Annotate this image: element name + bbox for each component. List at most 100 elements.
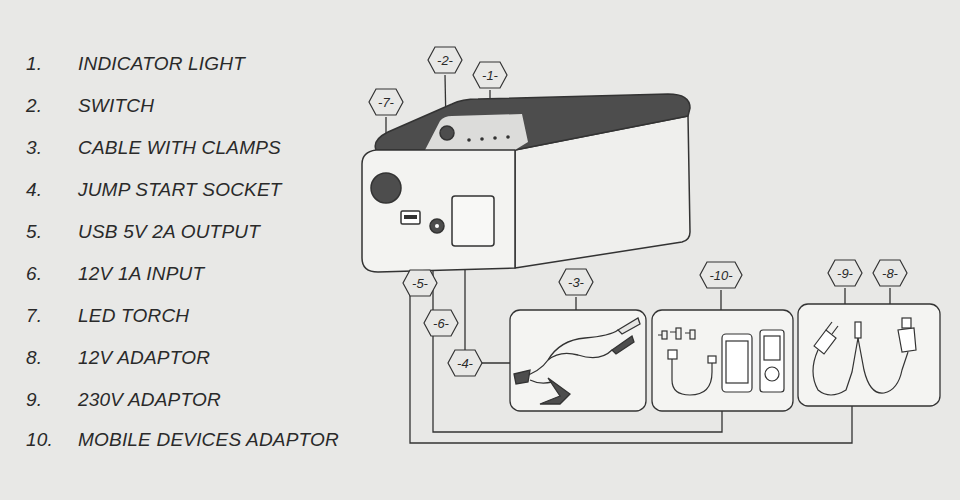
switch-button [440,126,454,140]
callout-hexagon: -5- [402,269,438,297]
indicator-dot [467,138,471,142]
adaptor-box [798,304,940,406]
accessory-boxes [510,304,940,411]
player-wheel [765,367,779,381]
top-face [375,94,690,150]
part-name: INDICATOR LIGHT [78,53,245,75]
callout-number: -3- [558,268,594,290]
mobile-adaptors [658,328,784,395]
hexagon-shape [369,89,403,115]
usb-plug [668,350,677,359]
list-number: 3. [26,137,42,159]
charging-adaptors [813,318,916,395]
part-name: LED TORCH [78,305,189,327]
callout-hexagon: -4- [447,349,483,377]
list-number: 4. [26,179,42,201]
leader-line [575,297,576,310]
hexagon-shape [473,62,507,88]
part-name: 12V 1A INPUT [78,263,204,285]
leader-line [844,288,845,304]
list-number: 10. [26,429,53,451]
leader-line [720,290,721,310]
clamp [612,336,634,354]
micro-plug [708,356,716,363]
dc-pin [435,224,439,228]
callout-number: -5- [402,269,438,291]
callout-hexagon: -1- [472,61,508,89]
indicator-dot [506,135,510,139]
hexagon-shape [828,260,862,286]
player-screen [764,336,780,360]
car-plug-tip [902,318,911,328]
tip-pins [658,332,690,335]
part-name: SWITCH [78,95,154,117]
list-number: 6. [26,263,42,285]
usb-port [401,211,420,224]
hexagon-shape [424,310,458,336]
callout-number: -9- [827,259,863,281]
part-name: 12V ADAPTOR [78,347,210,369]
tip [690,330,695,339]
hexagon-shape [403,270,437,296]
wire [548,350,612,360]
plug [514,370,530,384]
control-panel [425,114,528,150]
callout-number: -8- [872,259,908,281]
indicator-dot [493,136,497,140]
callout-number: -4- [447,349,483,371]
plug-pins [826,322,838,334]
list-number: 1. [26,53,42,75]
end-face [362,150,515,272]
callout-number: -7- [368,88,404,110]
clamp [540,378,570,404]
phone [722,334,752,392]
hexagon-shape [700,262,742,288]
indicator-dot [480,137,484,141]
callout-hexagon: -6- [423,309,459,337]
cable-box [510,310,646,411]
player [760,330,784,392]
wire [520,330,618,378]
led-torch [371,173,401,203]
dc-plug [855,322,861,338]
wire [530,380,552,383]
list-number: 8. [26,347,42,369]
leader-line [889,288,890,304]
clamp [618,318,640,334]
callout-hexagon: -8- [872,259,908,287]
part-name: USB 5V 2A OUTPUT [78,221,260,243]
callout-number: -1- [472,61,508,83]
car-plug [898,328,916,352]
tip [662,331,667,339]
part-name: CABLE WITH CLAMPS [78,137,281,159]
callout-hexagon: -7- [368,88,404,116]
callout-number: -6- [423,309,459,331]
hexagon-shape [428,47,462,73]
callout-hexagon: -9- [827,259,863,287]
list-number: 5. [26,221,42,243]
list-number: 7. [26,305,42,327]
part-name: JUMP START SOCKET [78,179,282,201]
hexagon-shape [448,350,482,376]
mobile-box [652,310,793,411]
callout-number: -2- [427,46,463,68]
hexagon-shape [559,269,593,295]
part-name: 230V ADAPTOR [78,389,221,411]
callout-hexagon: -3- [558,268,594,296]
phone-screen [726,341,748,383]
cable [813,338,858,395]
power-bank [362,94,690,272]
usb-cable [672,358,712,395]
list-number: 2. [26,95,42,117]
callout-number: -10- [699,261,743,283]
usb-tongue [404,215,417,219]
jump-start-socket [452,196,494,246]
dc-input [430,219,444,233]
callout-hexagon: -10- [699,261,743,289]
callout-hexagon: -2- [427,46,463,74]
tip [676,328,681,339]
list-number: 9. [26,389,42,411]
clamp-cable [514,318,640,404]
